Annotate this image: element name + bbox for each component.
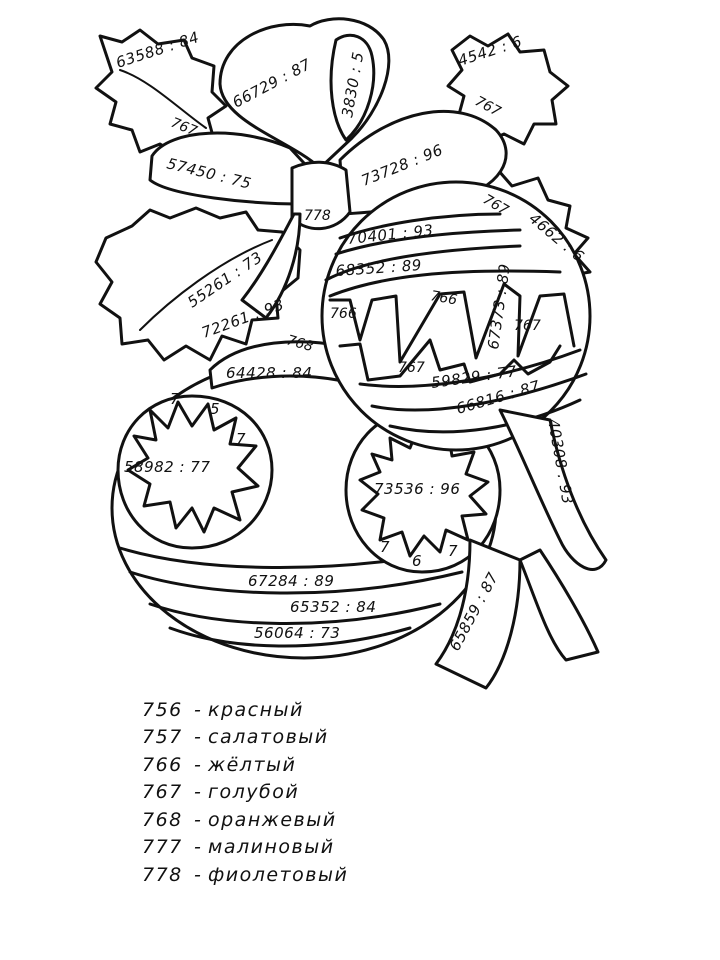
- legend-color: красный: [208, 698, 304, 721]
- legend-number: 768: [142, 808, 183, 831]
- expr-73536-96: 73536 : 96: [374, 480, 460, 498]
- expr-56064-73: 56064 : 73: [254, 624, 340, 642]
- legend-number: 766: [142, 753, 183, 776]
- legend-number: 757: [142, 726, 183, 749]
- ans-766-center: 766: [429, 288, 458, 308]
- legend-dash: -: [194, 753, 203, 776]
- ans-768-cap: 768: [285, 332, 315, 355]
- legend-color: жёлтый: [208, 753, 297, 776]
- star-left-digit-2: 5: [210, 400, 220, 418]
- star-left-digit-1: 7: [170, 390, 180, 408]
- star-right-digit-2: 6: [412, 552, 422, 570]
- legend-color: оранжевый: [208, 808, 337, 831]
- legend-color: малиновый: [208, 836, 335, 859]
- ans-767-bottom: 767: [398, 360, 425, 376]
- legend-dash: -: [194, 808, 203, 831]
- holly-leaf-top-right: [446, 32, 570, 146]
- expr-58982-77: 58982 : 77: [124, 458, 210, 476]
- legend-color: салатовый: [208, 726, 329, 749]
- ans-766-left: 766: [330, 306, 357, 322]
- ans-778-knot: 778: [304, 208, 331, 224]
- star-right-digit-1: 7: [380, 538, 390, 556]
- expr-67284-89: 67284 : 89: [248, 572, 334, 590]
- legend-dash: -: [194, 836, 203, 859]
- expr-65352-84: 65352 : 84: [290, 598, 376, 616]
- legend-item: 756-красный: [142, 696, 348, 724]
- holly-leaf-left: [94, 206, 302, 362]
- legend-item: 768-оранжевый: [142, 806, 348, 834]
- star-right-digit-3: 7: [448, 542, 458, 560]
- expr-64428-84: 64428 : 84: [226, 364, 312, 382]
- legend-item: 766-жёлтый: [142, 751, 348, 779]
- star-left-digit-3: 7: [236, 430, 246, 448]
- small-ornament: [320, 180, 608, 690]
- legend-color: фиолетовый: [208, 863, 349, 886]
- color-legend: 756-красный 757-салатовый 766-жёлтый 767…: [142, 696, 348, 889]
- legend-item: 757-салатовый: [142, 724, 348, 752]
- legend-dash: -: [194, 781, 203, 804]
- legend-item: 767-голубой: [142, 779, 348, 807]
- legend-dash: -: [194, 863, 203, 886]
- legend-number: 777: [142, 836, 183, 859]
- legend-dash: -: [194, 698, 203, 721]
- legend-item: 777-малиновый: [142, 834, 348, 862]
- legend-color: голубой: [208, 781, 300, 804]
- expr-68352-89: 68352 : 89: [335, 256, 422, 280]
- legend-number: 756: [142, 698, 183, 721]
- legend-dash: -: [194, 726, 203, 749]
- legend-number: 767: [142, 781, 183, 804]
- left-star-shape: [126, 400, 260, 534]
- ans-767-right: 767: [514, 318, 541, 334]
- legend-item: 778-фиолетовый: [142, 861, 348, 889]
- legend-number: 778: [142, 863, 183, 886]
